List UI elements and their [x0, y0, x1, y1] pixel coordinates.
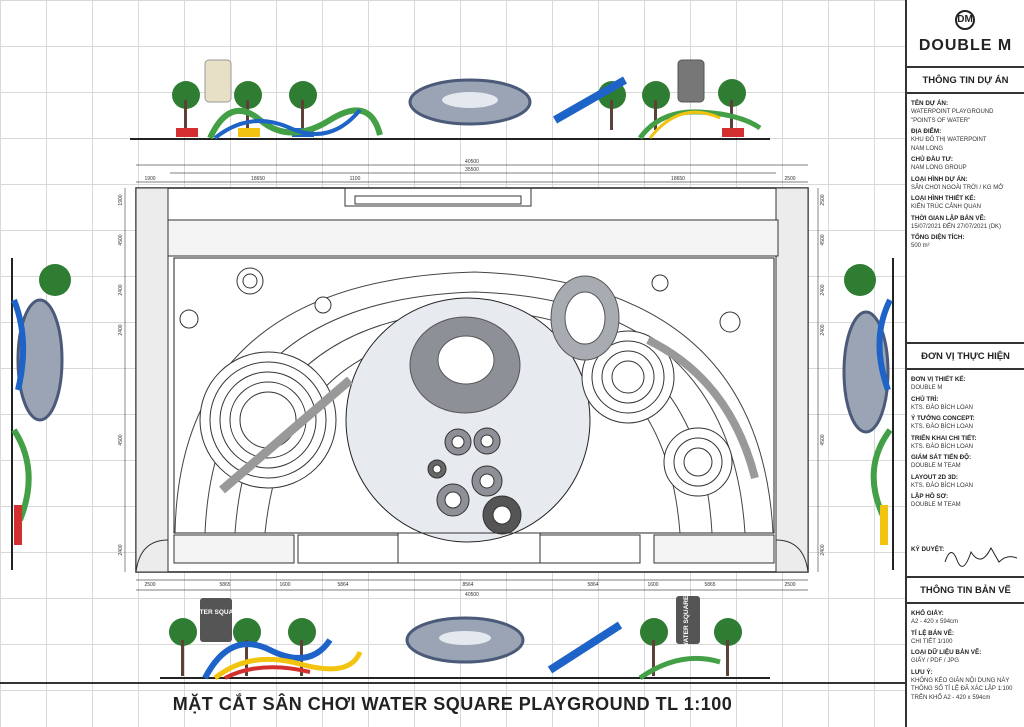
- water-jets: [427, 427, 522, 535]
- drawing-field-value: THÔNG SỐ TỈ LỆ ĐÃ XÁC LẬP 1:100: [911, 686, 1013, 692]
- project-field-value: KHU ĐÔ THỊ WATERPOINT: [911, 137, 987, 143]
- dimension-label: 5864: [337, 582, 348, 588]
- project-field-label: THỜI GIAN LẬP BẢN VẼ:: [911, 214, 986, 222]
- dimension-label: 5865: [704, 582, 715, 588]
- project-field-label: CHỦ ĐẦU TƯ:: [911, 156, 953, 163]
- project-field-label: LOẠI HÌNH THIẾT KẾ:: [911, 195, 976, 202]
- sign-label: KÝ DUYỆT:: [911, 546, 945, 553]
- drawing-field-label: KHỔ GIẤY:: [911, 610, 944, 617]
- executor-field-label: CHỦ TRÌ:: [911, 395, 939, 403]
- executor-field-value: KTS. ĐÀO BÍCH LOAN: [911, 424, 974, 430]
- executor-field-value: DOUBLE M: [911, 385, 943, 391]
- logo-name: DOUBLE M: [918, 37, 1013, 54]
- project-field-value: SÂN CHƠI NGOÀI TRỜI / KG MỞ: [911, 184, 1004, 191]
- plan: [135, 187, 809, 573]
- dimension-label: 2400: [118, 324, 124, 335]
- dimension-label: 2400: [118, 284, 124, 295]
- sign-right: WATER SQUARE: [683, 595, 690, 648]
- project-field-label: TÊN DỰ ÁN:: [911, 100, 949, 107]
- dimension-label: 4500: [118, 434, 124, 445]
- dimension-lines: [124, 164, 819, 591]
- project-field-label: LOẠI HÌNH DỰ ÁN:: [911, 175, 968, 183]
- dimension-label: 2400: [820, 284, 826, 295]
- dimension-label: 8564: [462, 582, 473, 588]
- dimension-label: 2500: [784, 176, 795, 182]
- drawing-field-value: A2 - 420 x 594cm: [911, 619, 959, 625]
- tree: [172, 79, 746, 130]
- bottom-elevation: WATER SQUARE WATER SQUARE: [160, 595, 770, 681]
- drawing-field-label: TỈ LỆ BẢN VẼ:: [911, 629, 955, 637]
- drawing-info-fields: KHỔ GIẤY: A2 - 420 x 594cm TỈ LỆ BẢN VẼ:CH…: [907, 604, 1024, 702]
- logo: DM DOUBLE M: [907, 0, 1024, 68]
- dimension-label: 40500: [465, 159, 479, 165]
- top-elevation: [130, 59, 770, 140]
- project-field-value: "POINTS OF WATER": [911, 117, 971, 124]
- project-field-label: ĐỊA ĐIỂM:: [911, 128, 942, 135]
- project-field-value: 500 m²: [911, 243, 930, 249]
- drawing-field-value: TRÊN KHỔ A2 - 420 x 594cm: [911, 694, 991, 701]
- project-field-label: TỔNG DIỆN TÍCH:: [911, 234, 965, 241]
- executor-field-label: LAYOUT 2D 3D:: [911, 473, 959, 481]
- dimension-label: 18650: [251, 176, 265, 182]
- executor-field-value: KTS. ĐÀO BÍCH LOAN: [911, 443, 974, 450]
- project-info-fields: TÊN DỰ ÁN: WATERPOINT PLAYGROUND "POINTS O…: [907, 94, 1024, 342]
- drawing-field-value: CHI TIẾT 1/100: [911, 638, 953, 645]
- executor-field-value: DOUBLE M TEAM: [911, 463, 961, 469]
- sign-left-line1: WATER SQUARE: [190, 609, 243, 616]
- dimension-labels: 40500 35500 1900 18650 1100 18650 2500 2500 5865…: [118, 159, 826, 598]
- left-rings: [199, 351, 337, 489]
- dimension-label: 40500: [465, 592, 479, 598]
- dimension-label: 4500: [820, 234, 826, 245]
- dimension-label: 2500: [820, 194, 826, 205]
- drawing-field-label: LƯU Ý:: [911, 668, 933, 676]
- dimension-label: 4500: [118, 234, 124, 245]
- dimension-label: 2400: [118, 544, 124, 555]
- project-field-value: NAM LONG: [911, 145, 944, 152]
- executor-field-label: TRIỂN KHAI CHI TIẾT:: [911, 434, 977, 442]
- executor-field-label: ĐƠN VỊ THIẾT KẾ:: [911, 376, 966, 383]
- dimension-label: 1600: [647, 582, 658, 588]
- executor-field-label: Ý TƯỞNG CONCEPT:: [911, 415, 975, 422]
- right-elevation: [842, 258, 894, 570]
- executor-field-label: GIÁM SÁT TIẾN ĐỘ:: [911, 454, 972, 461]
- dimension-label: 18650: [671, 176, 685, 182]
- executor-field-value: KTS. ĐÀO BÍCH LOAN: [911, 404, 974, 411]
- dimension-label: 1900: [144, 176, 155, 182]
- dimension-label: 1100: [350, 176, 361, 182]
- dimension-label: 5864: [587, 582, 598, 588]
- drawing-title: MẶT CẮT SÂN CHƠI WATER SQUARE PLAYGROUND…: [0, 682, 905, 727]
- project-field-value: 15/07/2021 ĐẾN 27/07/2021 (DK): [911, 223, 1002, 230]
- project-info-heading: THÔNG TIN DỰ ÁN: [907, 68, 1024, 94]
- logo-mark-icon: DM: [955, 10, 975, 30]
- signature-icon: [944, 546, 1018, 567]
- dimension-label: 1600: [279, 582, 290, 588]
- drawing-field-label: LOẠI DỮ LIỆU BẢN VẼ:: [911, 649, 982, 656]
- left-elevation: [11, 258, 71, 570]
- dimension-label: 1900: [118, 194, 124, 205]
- executor-heading: ĐƠN VỊ THỰC HIỆN: [907, 344, 1024, 370]
- project-field-value: WATERPOINT PLAYGROUND: [911, 109, 994, 115]
- executor-field-value: KTS. ĐÀO BÍCH LOAN: [911, 482, 974, 489]
- dimension-label: 4500: [820, 434, 826, 445]
- dimension-label: 2400: [820, 324, 826, 335]
- drawing-info-heading: THÔNG TIN BẢN VẼ: [907, 578, 1024, 604]
- project-field-value: KIẾN TRÚC CẢNH QUAN: [911, 204, 981, 210]
- drawing-field-value: GIẤY / PDF / JPG: [911, 658, 959, 664]
- project-field-value: NAM LONG GROUP: [911, 165, 967, 171]
- info-panel: DM DOUBLE M THÔNG TIN DỰ ÁN TÊN DỰ ÁN: WA…: [905, 0, 1024, 727]
- executor-field-value: DOUBLE M TEAM: [911, 502, 961, 508]
- dimension-label: 2400: [820, 544, 826, 555]
- site-plan-drawing: 40500 35500 1900 18650 1100 18650 2500 2500 5865…: [11, 59, 894, 681]
- dimension-label: 35500: [465, 167, 479, 173]
- right-rings: [581, 330, 733, 497]
- dimension-label: 2500: [784, 582, 795, 588]
- drawing-field-value: KHÔNG KÉO GIÃN NỘI DUNG NÀY: [911, 677, 1010, 684]
- signature-area: KÝ DUYỆT:: [907, 538, 1024, 576]
- dimension-label: 5865: [219, 582, 230, 588]
- executor-field-label: LẬP HỒ SƠ:: [911, 493, 949, 500]
- dimension-label: 2500: [144, 582, 155, 588]
